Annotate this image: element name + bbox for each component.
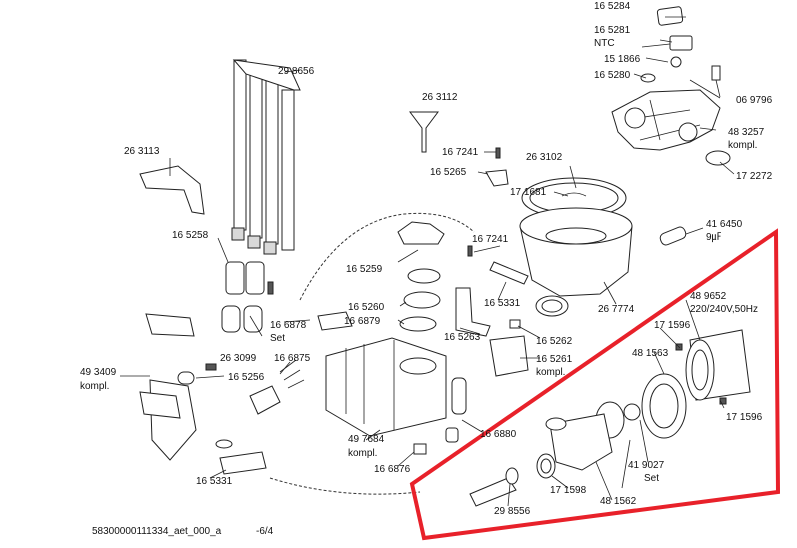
part-165259 — [397, 221, 445, 245]
part-165256 — [177, 371, 195, 385]
label-167241a: 16 7241 — [442, 147, 479, 158]
label-263102: 26 3102 — [526, 152, 563, 163]
label-set-1: Set — [270, 333, 285, 344]
label-165259: 16 5259 — [346, 264, 383, 275]
hose-route-1 — [299, 212, 475, 301]
part-497684 — [325, 337, 447, 437]
part-165280 — [640, 73, 656, 83]
footer-page: -6/4 — [256, 526, 274, 537]
label-166879: 16 6879 — [344, 316, 381, 327]
label-ntc: NTC — [594, 38, 615, 49]
part-493409 — [145, 313, 195, 337]
part-166876 — [413, 443, 427, 455]
label-263099: 26 3099 — [220, 353, 257, 364]
part-166880 — [451, 377, 467, 415]
label-171596b: 17 1596 — [726, 412, 763, 423]
label-263113: 26 3113 — [124, 146, 160, 157]
part-165284 — [656, 6, 684, 26]
label-489652: 48 9652 — [690, 291, 727, 302]
label-167241b: 16 7241 — [472, 234, 509, 245]
label-481563: 48 1563 — [632, 348, 669, 359]
label-set-2: Set — [644, 473, 659, 484]
part-165265 — [485, 169, 509, 187]
part-263112 — [409, 111, 439, 153]
label-172272: 17 2272 — [736, 171, 773, 182]
label-267774: 26 7774 — [598, 304, 635, 315]
label-165331a: 16 5331 — [484, 298, 521, 309]
label-497684: 49 7684 — [348, 434, 385, 445]
label-151866: 15 1866 — [604, 54, 641, 65]
heater-tubes — [231, 59, 301, 255]
part-165281-ntc — [669, 35, 693, 51]
label-419027: 41 9027 — [628, 460, 665, 471]
label-166878: 16 6878 — [270, 320, 307, 331]
label-165256: 16 5256 — [228, 372, 265, 383]
part-263099 — [221, 305, 241, 333]
part-416450 — [659, 226, 687, 246]
part-167241a — [495, 147, 501, 159]
label-165281: 16 5281 — [594, 25, 631, 36]
part-165331a — [489, 261, 529, 285]
part-069796 — [711, 65, 721, 81]
label-166875: 16 6875 — [274, 353, 311, 364]
part-172272 — [705, 150, 731, 166]
label-165262: 16 5262 — [536, 336, 573, 347]
part-171596b — [719, 397, 727, 405]
label-298656: 29 8656 — [278, 66, 315, 77]
leader-lines — [120, 43, 735, 507]
label-069796: 06 9796 — [736, 95, 773, 106]
part-165262 — [509, 319, 521, 329]
label-171598: 17 1598 — [550, 485, 587, 496]
part-419027 — [623, 403, 641, 421]
label-171681: 17 1681 — [510, 187, 547, 198]
part-labels: 16 5284 16 5281 NTC 15 1866 16 5280 06 9… — [80, 1, 773, 517]
label-9mf: 9㎌ — [706, 232, 722, 243]
label-165261: 16 5261 — [536, 354, 573, 365]
label-171596a: 17 1596 — [654, 320, 691, 331]
label-165265: 16 5265 — [430, 167, 467, 178]
label-165258: 16 5258 — [172, 230, 209, 241]
part-165260 — [407, 268, 441, 284]
footer-doc-code: 58300000111334_aet_000_a — [92, 526, 222, 537]
hose-route-2 — [269, 477, 421, 495]
label-481562: 48 1562 — [600, 496, 637, 507]
part-165331b — [219, 451, 267, 475]
part-166875 — [249, 385, 281, 415]
part-165261 — [489, 335, 529, 377]
highlight-box — [409, 228, 781, 541]
part-167241b — [467, 245, 473, 257]
highlight-group — [469, 329, 751, 507]
part-263113 — [139, 165, 205, 215]
label-165284: 16 5284 — [594, 1, 631, 12]
label-493409: 49 3409 — [80, 367, 117, 378]
part-165263 — [455, 287, 491, 337]
part-166879 — [399, 316, 437, 332]
label-165331b: 16 5331 — [196, 476, 233, 487]
valve-group — [611, 6, 731, 166]
label-165280: 16 5280 — [594, 70, 631, 81]
label-298556: 29 8556 — [494, 506, 531, 517]
label-263112: 26 3112 — [422, 92, 458, 103]
label-165263: 16 5263 — [444, 332, 481, 343]
part-481562 — [549, 413, 613, 471]
label-voltage: 220/240V,50Hz — [690, 304, 758, 315]
label-kompl-4: kompl. — [348, 448, 377, 459]
label-kompl-3: kompl. — [536, 367, 565, 378]
part-165258 — [225, 261, 245, 295]
label-483257: 48 3257 — [728, 127, 765, 138]
part-151866 — [670, 56, 682, 68]
label-165260: 16 5260 — [348, 302, 385, 313]
part-298556 — [469, 477, 517, 507]
label-416450: 41 6450 — [706, 219, 743, 230]
part-166878 — [317, 311, 353, 331]
label-166876: 16 6876 — [374, 464, 411, 475]
label-kompl-2: kompl. — [80, 381, 109, 392]
label-kompl-1: kompl. — [728, 140, 757, 151]
label-166880: 16 6880 — [480, 429, 517, 440]
